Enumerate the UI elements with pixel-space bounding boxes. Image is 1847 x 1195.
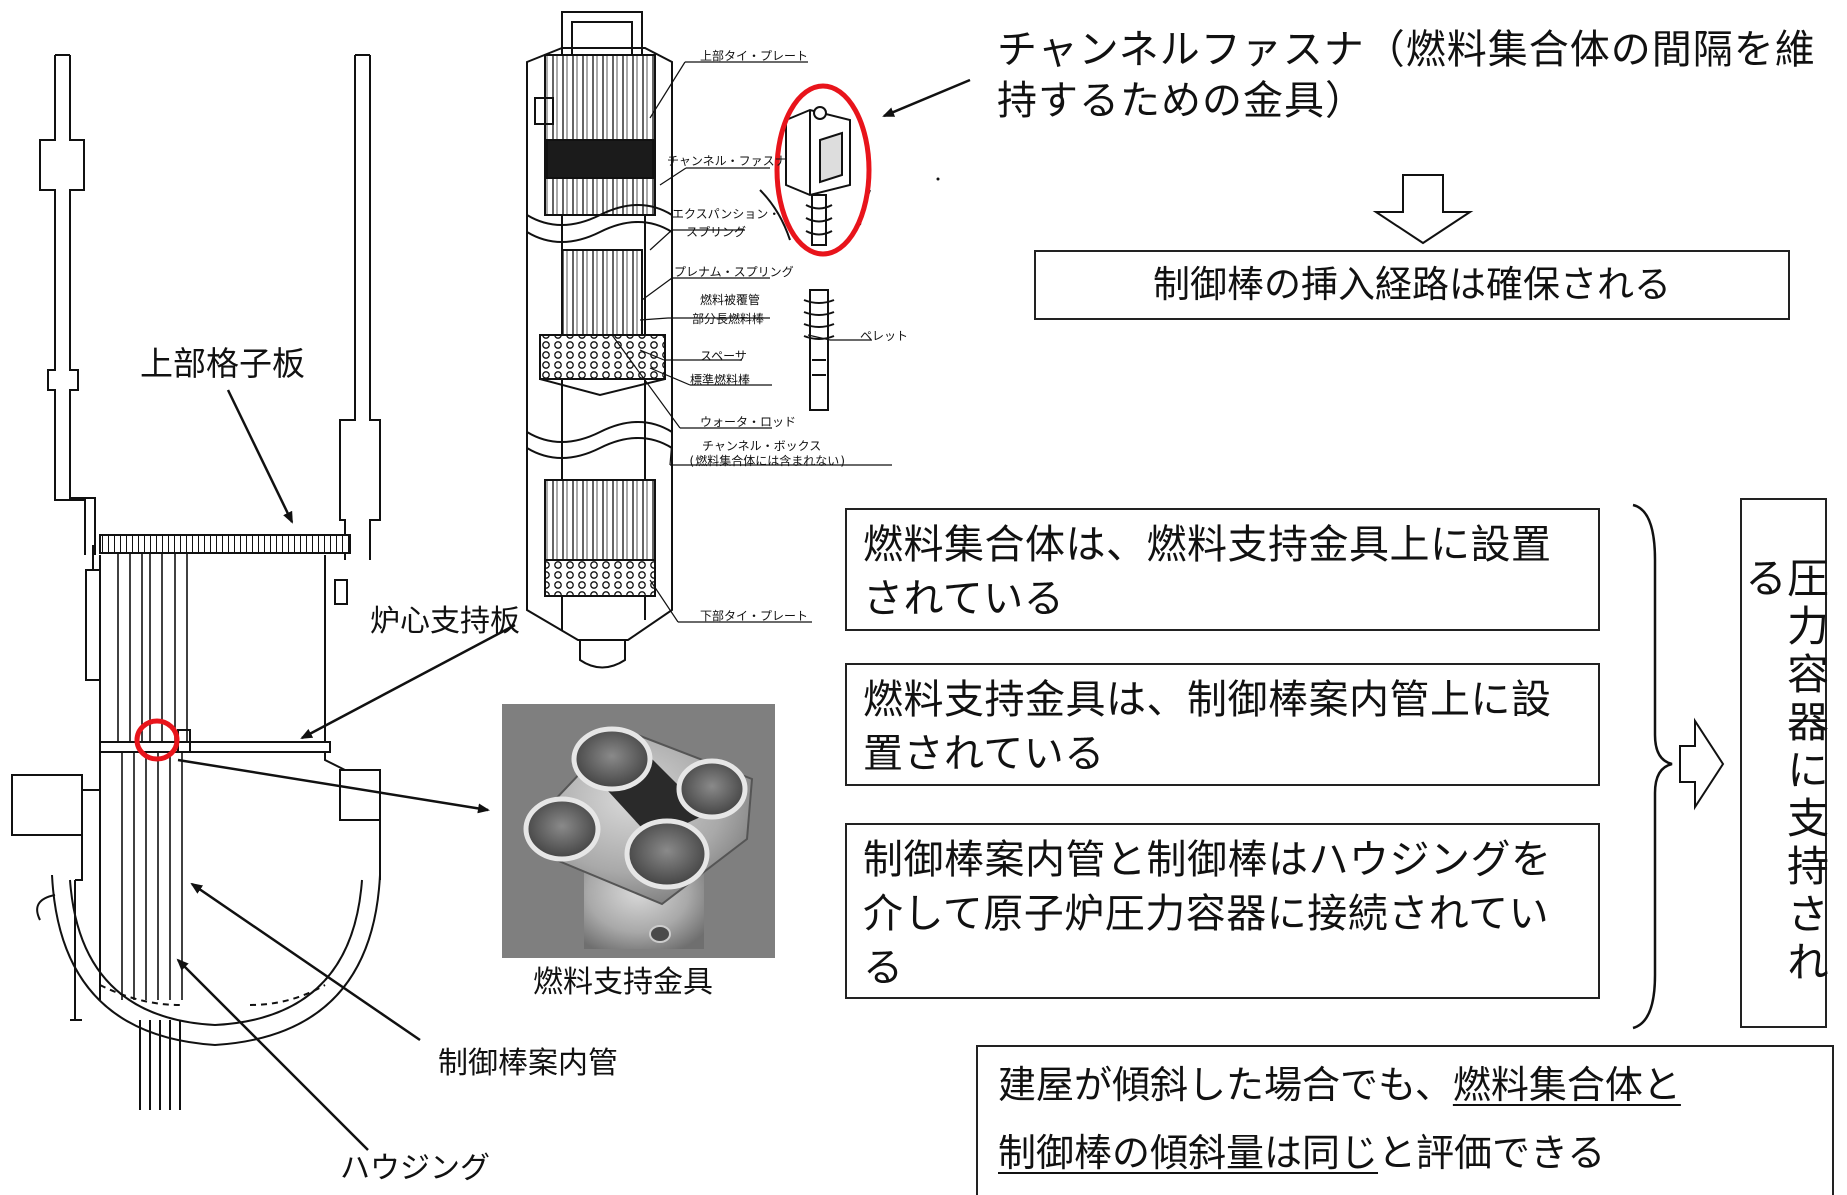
arrows	[176, 78, 971, 1151]
fuel-columns	[117, 553, 188, 742]
guide-tubes	[121, 752, 183, 1000]
label-fuel-cladding: 燃料被覆管	[700, 293, 761, 307]
label-fuel-support-fitting: 燃料支持金具	[533, 965, 713, 1000]
note-line1-plain: 建屋が傾斜した場合でも、	[998, 1063, 1453, 1107]
result-text: 制御棒の挿入経路は確保される	[1153, 263, 1671, 306]
right-arrow-icon	[1679, 717, 1725, 811]
label-core-support-plate: 炉心支持板	[370, 604, 520, 639]
conclusion-box: 圧力容器に支持される	[1738, 498, 1830, 1028]
statement-3-line2: 介して原子炉圧力容器に接続されてい	[863, 891, 1550, 937]
note-line2-plain: と評価できる	[1378, 1131, 1606, 1175]
callout-text-line2: 持するための金具）	[997, 78, 1366, 124]
note-line1-underlined: 燃料集合体と	[1452, 1063, 1681, 1107]
label-housing: ハウジング	[340, 1151, 490, 1186]
label-channel-fastener: チャンネル・ファスナ	[667, 154, 787, 168]
assembly-leader-lines	[611, 61, 892, 623]
statement-2-line2: 置されている	[863, 731, 1105, 777]
statement-1-line1: 燃料集合体は、燃料支持金具上に設置	[863, 522, 1552, 568]
label-partial-length-rod: 部分長燃料棒	[692, 312, 765, 326]
statement-3-line3: る	[863, 945, 904, 991]
label-control-rod-guide-tube: 制御棒案内管	[438, 1046, 618, 1081]
core-support-plate-shape	[99, 741, 331, 753]
statement-2-line1: 燃料支持金具は、制御棒案内管上に設	[863, 677, 1552, 723]
label-water-rod: ウォータ・ロッド	[700, 415, 797, 429]
label-lower-tie-plate: 下部タイ・プレート	[700, 609, 809, 623]
statement-box-1: 燃料集合体は、燃料支持金具上に設置 されている	[845, 508, 1600, 631]
label-channel-box-2: (燃料集合体には含まれない)	[688, 454, 847, 468]
bottom-note-box: 建屋が傾斜した場合でも、燃料集合体と 制御棒の傾斜量は同じと評価できる	[976, 1045, 1834, 1195]
label-plenum-spring: プレナム・スプリング	[674, 265, 794, 279]
callout-text-line1: チャンネルファスナ（燃料集合体の間隔を維	[997, 27, 1816, 73]
statement-3-line1: 制御棒案内管と制御棒はハウジングを	[863, 837, 1552, 883]
reactor-vessel-drawing	[11, 54, 381, 1110]
fuel-support-fitting-photo	[502, 704, 775, 958]
note-line2-underlined: 制御棒の傾斜量は同じ	[998, 1131, 1379, 1175]
label-expansion-spring-2: スプリング	[686, 225, 747, 239]
conclusion-vertical-text: 圧力容器に支持される	[1738, 556, 1830, 988]
upper-grid-plate-shape	[99, 534, 351, 554]
highlight-circle-vessel	[134, 718, 180, 762]
label-spacer: スペーサ	[700, 349, 747, 363]
label-expansion-spring-1: エクスパンション・	[672, 207, 781, 221]
label-channel-box-1: チャンネル・ボックス	[702, 439, 822, 453]
label-upper-grid-plate: 上部格子板	[140, 344, 305, 383]
label-upper-tie-plate: 上部タイ・プレート	[700, 49, 809, 63]
statement-box-3: 制御棒案内管と制御棒はハウジングを 介して原子炉圧力容器に接続されてい る	[845, 823, 1600, 999]
statement-1-line2: されている	[863, 576, 1065, 622]
fuel-assembly-drawing	[526, 11, 673, 669]
highlight-circle-fastener	[774, 83, 872, 257]
result-box: 制御棒の挿入経路は確保される	[1034, 250, 1790, 320]
down-arrow-icon	[1372, 174, 1474, 245]
label-pellet: ペレット	[860, 329, 909, 343]
curly-brace	[1632, 503, 1673, 1030]
label-standard-fuel-rod: 標準燃料棒	[690, 373, 751, 387]
statement-box-2: 燃料支持金具は、制御棒案内管上に設 置されている	[845, 663, 1600, 786]
